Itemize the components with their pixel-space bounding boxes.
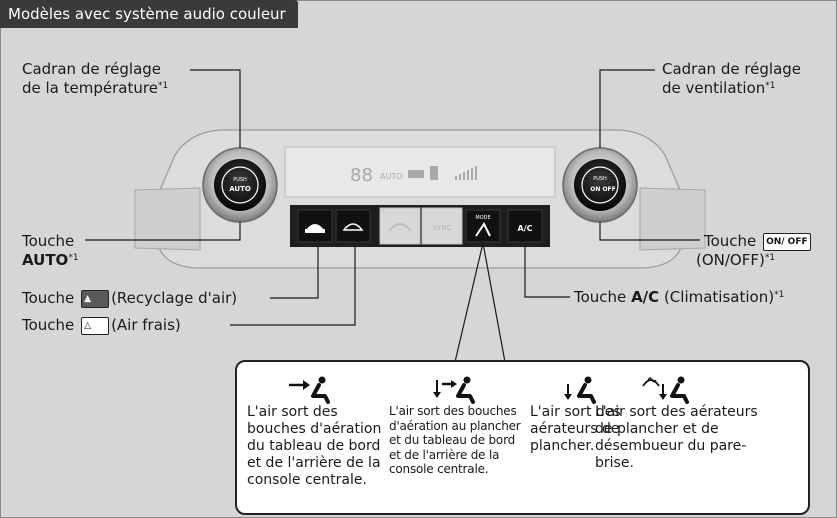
mode-floor-defrost-text: L'air sort des aérateurs de plancher et … [595, 404, 758, 471]
onoff-label-text: Touche [704, 232, 757, 250]
fan-dial[interactable]: PUSH ON OFF [562, 147, 638, 223]
temp-dial-label: Cadran de réglage de la température*1 [22, 60, 168, 98]
mode-button-label: MODE [475, 215, 490, 221]
floor-dashboard-vent-icon [433, 376, 475, 404]
fan-dial-label-group: Cadran de réglage de ventilation*1 [662, 60, 801, 98]
onoff-button-label: Touche ON/ OFF (ON/OFF)*1 [696, 232, 813, 270]
mode-floor-text: L'air sort des aérateurs de plancher. [530, 404, 621, 454]
auto-note: *1 [68, 253, 79, 263]
fresh-air-button[interactable] [335, 209, 371, 243]
car-fresh-air-icon: △ [81, 316, 110, 335]
ac-button-callout: Touche A/C (Climatisation)*1 [574, 288, 784, 307]
display-auto: AUTO [380, 172, 403, 181]
mode-dashboard-text: L'air sort des bouches d'aération du tab… [247, 404, 382, 488]
temp-dial-label-line1: Cadran de réglage [22, 60, 162, 78]
recirc-button-label: Touche ▲(Recyclage d'air) [22, 289, 237, 308]
floor-defrost-vent-icon [642, 376, 689, 404]
fan-onoff-icon: ON/ OFF [763, 232, 811, 251]
temperature-dial-label: AUTO [229, 185, 251, 193]
car-recirculation-icon: ▲ [81, 289, 110, 308]
fresh-label-text: (Air frais) [111, 316, 181, 334]
auto-label-line2: AUTO*1 [22, 251, 79, 270]
ac-label-bold: A/C [631, 288, 660, 306]
auto-label-bold: AUTO [22, 251, 69, 269]
leader-lines [85, 69, 700, 363]
recirc-label-prefix: Touche [22, 289, 75, 307]
fresh-air-button-label: Touche △(Air frais) [22, 316, 181, 335]
fan-dial-label: ON OFF [590, 186, 616, 193]
mode-floor-dashboard-text: L'air sort des bouches d'aération au pla… [389, 404, 521, 476]
sync-button[interactable]: SYNC [421, 207, 463, 245]
section-header: Modèles avec système audio couleur [0, 0, 298, 28]
display-temperature: 88 [350, 165, 373, 186]
mode-button[interactable]: MODE [465, 209, 501, 243]
mode-floor-defrost: L'air sort des aérateurs de plancher et … [595, 372, 770, 472]
ac-button[interactable]: A/C [507, 209, 543, 243]
fan-dial-push-label: PUSH [593, 176, 607, 182]
display-icons [408, 166, 477, 180]
fan-dial-label-text: de ventilation [662, 79, 766, 97]
auto-button-label: Touche AUTO*1 [22, 232, 79, 270]
dashboard-vent-icon [289, 376, 330, 404]
onoff-note: *1 [764, 253, 776, 263]
temp-dial-note: *1 [157, 81, 169, 91]
airflow-modes-callout: L'air sort des bouches d'aération du tab… [235, 360, 810, 515]
auto-label-line1: Touche [22, 232, 75, 250]
temperature-dial-push-label: PUSH [233, 177, 247, 183]
temperature-dial[interactable]: PUSH AUTO [202, 147, 278, 223]
fan-dial-note: *1 [765, 81, 776, 91]
ac-button-label: A/C [518, 224, 533, 233]
onoff-label-line2: (ON/OFF)*1 [696, 251, 813, 270]
recirculation-button[interactable] [297, 209, 333, 243]
ac-note: *1 [774, 290, 785, 300]
onoff-label-line1: Touche ON/ OFF [704, 232, 813, 251]
mode-floor: L'air sort des aérateurs de plancher. [530, 372, 642, 455]
mode-floor-dashboard: L'air sort des bouches d'aération au pla… [389, 372, 524, 477]
fresh-label-prefix: Touche [22, 316, 75, 334]
temp-dial-label-text: de la température [22, 79, 158, 97]
ac-label-prefix: Touche [574, 288, 627, 306]
floor-vent-icon [564, 376, 596, 404]
fan-dial-label-line1: Cadran de réglage [662, 60, 802, 78]
mode-dashboard: L'air sort des bouches d'aération du tab… [247, 372, 382, 489]
temp-dial-label-line2: de la température*1 [22, 79, 168, 98]
sync-button-label: SYNC [433, 224, 452, 232]
onoff-label-paren: (ON/OFF) [696, 251, 765, 269]
recirc-label-text: (Recyclage d'air) [111, 289, 238, 307]
ac-label-text: (Climatisation) [663, 288, 775, 306]
front-defrost-button[interactable] [379, 207, 421, 245]
fan-dial-label-line2: de ventilation*1 [662, 79, 801, 98]
